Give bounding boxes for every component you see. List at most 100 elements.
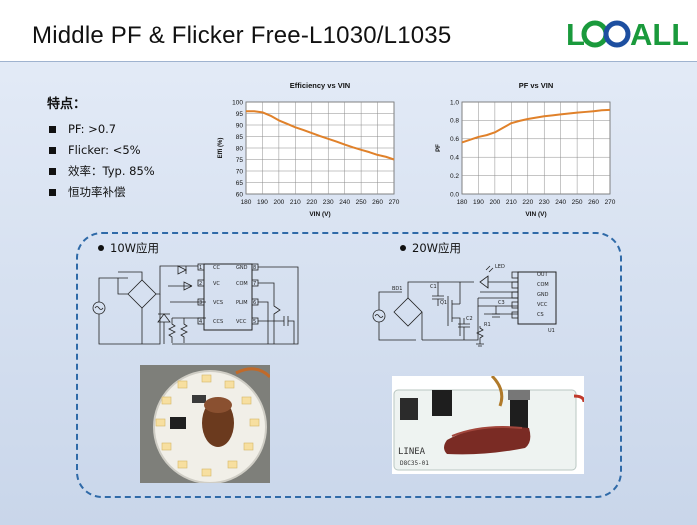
svg-text:CCS: CCS [213,319,223,325]
schematic-10w: CC VC VCS CCS 1 2 3 4 GND COM PLIM VCC 8… [92,263,299,345]
svg-text:LED: LED [495,264,505,270]
svg-text:7: 7 [253,281,256,287]
svg-text:Q1: Q1 [440,300,447,306]
bridge-rectifier-icon [127,279,157,309]
svg-text:6: 6 [253,300,256,306]
y-tick-label: 95 [236,111,244,118]
schematic-20w: OUT COM GND VCC CS LED BD1 C1 Q1 C2 C3 R… [372,264,557,347]
x-tick-label: 250 [572,199,583,206]
bullet-dot-icon [400,244,406,251]
x-tick-label: 240 [555,199,566,206]
y-tick-label: 90 [236,122,244,129]
plot-area [461,101,611,195]
feature-text: PF: >0.7 [68,122,117,136]
photo-20w-board: LINEA D8C35-01 [392,376,584,474]
svg-text:VCC: VCC [537,302,548,308]
x-tick-label: 220 [306,199,317,206]
series-line [246,110,395,161]
bullet-square-icon [49,126,56,133]
svg-text:4: 4 [199,319,202,325]
svg-text:LINEA: LINEA [398,447,426,457]
feature-text: 效率：Typ. 85% [68,164,155,178]
y-tick-label: 85 [236,134,244,141]
app-20w-label: 20W应用 [400,240,461,256]
y-tick-label: 75 [236,157,244,164]
features-list: 特点： PF: >0.7 Flicker: <5% 效率：Typ. 85% 恒功… [40,93,200,206]
y-tick-label: 65 [236,180,244,187]
x-tick-label: 210 [290,199,301,206]
svg-text:COM: COM [537,282,549,288]
x-axis-label: VIN (V) [309,211,330,218]
svg-text:GND: GND [236,265,248,271]
x-tick-label: 190 [473,199,484,206]
y-axis-label: PF [436,144,442,152]
bullet-square-icon [49,147,56,154]
x-tick-label: 180 [457,199,468,206]
svg-text:D8C35-01: D8C35-01 [400,460,429,467]
y-tick-label: 0.0 [450,191,459,198]
svg-text:C1: C1 [430,284,437,290]
x-tick-label: 270 [389,199,400,206]
svg-text:VCS: VCS [213,300,223,306]
slide-header: Middle PF & Flicker Free-L1030/L1035 L A… [0,0,697,62]
x-tick-label: 190 [257,199,268,206]
svg-text:OUT: OUT [537,272,549,278]
svg-text:BD1: BD1 [392,286,402,292]
x-tick-label: 220 [522,199,533,206]
svg-text:GND: GND [537,292,549,298]
x-tick-label: 260 [372,199,383,206]
y-axis-label: Effi (%) [218,138,224,159]
bullet-square-icon [49,168,56,175]
features-title: 特点： [47,97,87,112]
svg-text:5: 5 [253,319,256,325]
svg-text:1: 1 [199,265,202,271]
x-tick-label: 210 [506,199,517,206]
application-panel [76,232,622,498]
chart-title: PF vs VIN [519,81,554,90]
chart-title: Efficiency vs VIN [290,81,350,90]
x-tick-label: 180 [241,199,252,206]
y-tick-label: 0.6 [450,136,459,143]
photo-10w-board [140,365,270,483]
y-tick-label: 1.0 [450,99,459,106]
svg-text:C2: C2 [466,316,473,322]
svg-text:COM: COM [236,281,248,287]
y-tick-label: 0.2 [450,173,459,180]
y-tick-label: 0.4 [450,155,459,162]
bullet-square-icon [49,189,56,196]
bridge-rectifier-icon [393,297,423,327]
feature-text: 恒功率补偿 [68,185,126,199]
y-tick-label: 60 [236,191,244,198]
svg-text:3: 3 [199,300,202,306]
feature-item: 恒功率补偿 [40,185,200,206]
x-axis-label: VIN (V) [525,211,546,218]
svg-text:U1: U1 [548,328,555,334]
svg-text:R1: R1 [484,322,491,328]
x-tick-label: 200 [489,199,500,206]
svg-text:8: 8 [253,265,256,271]
svg-text:L: L [566,17,584,50]
y-tick-label: 100 [232,99,243,106]
svg-text:CS: CS [537,312,544,318]
y-tick-label: 0.8 [450,118,459,125]
svg-text:2: 2 [199,281,202,287]
x-tick-label: 230 [539,199,550,206]
x-tick-label: 240 [339,199,350,206]
svg-text:C3: C3 [498,300,505,306]
svg-text:VCC: VCC [236,319,247,325]
x-tick-label: 250 [356,199,367,206]
y-tick-label: 80 [236,145,244,152]
y-tick-label: 70 [236,168,244,175]
svg-text:ALL: ALL [630,17,688,50]
feature-item: 效率：Typ. 85% [40,164,200,185]
svg-text:PLIM: PLIM [236,300,248,306]
looall-logo: L ALL [566,17,688,50]
svg-text:CC: CC [213,265,220,271]
feature-text: Flicker: <5% [68,143,141,157]
x-tick-label: 260 [588,199,599,206]
slide-title: Middle PF & Flicker Free-L1030/L1035 [32,22,452,49]
feature-item: PF: >0.7 [40,122,200,143]
x-tick-label: 200 [273,199,284,206]
series-line [461,108,611,144]
